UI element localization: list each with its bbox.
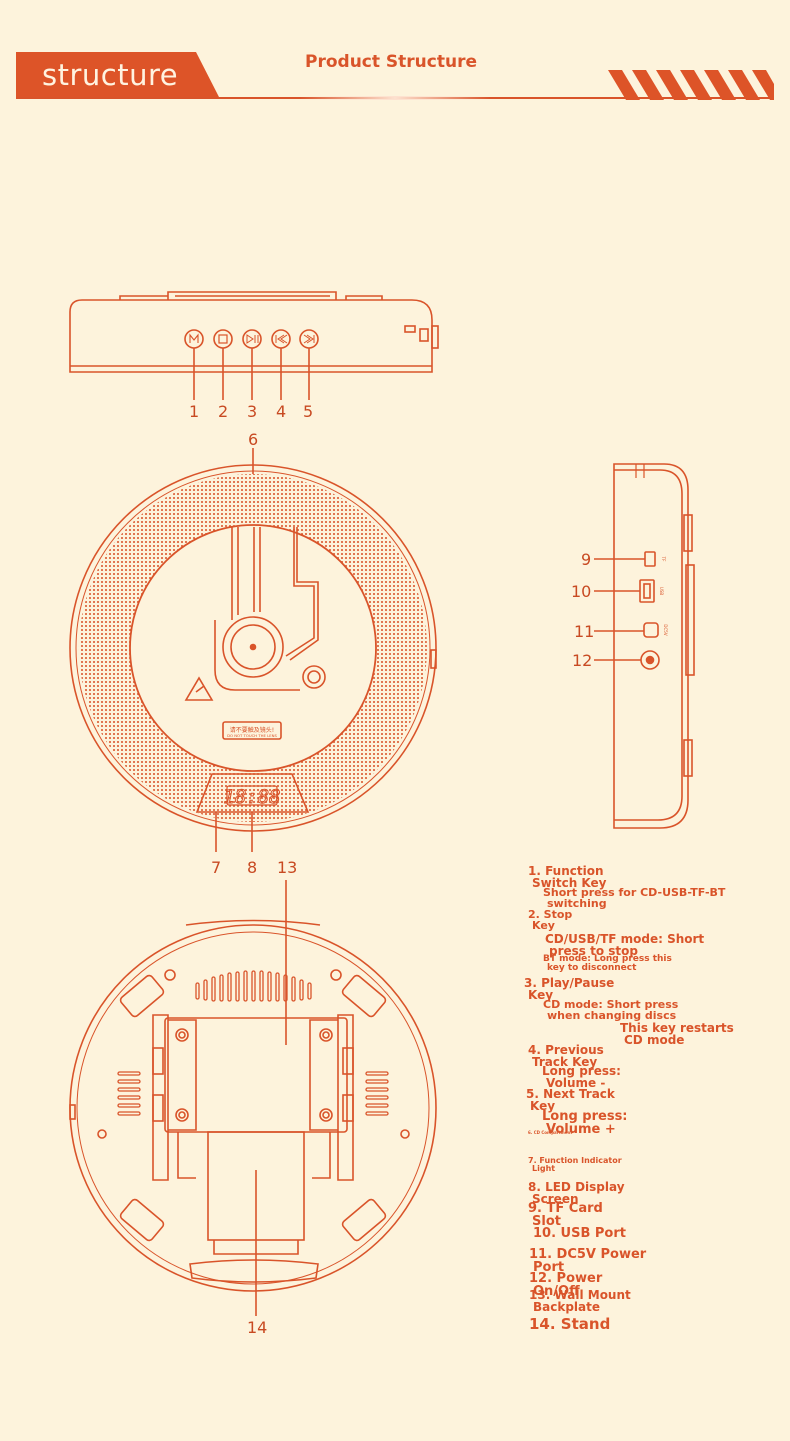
back-view [69,880,437,1316]
legend-item-4-desc: Long press:Volume - [542,1064,621,1090]
warning-cn-text: 请不要触及镜头! [230,726,274,734]
tf-slot-icon [644,551,656,567]
header-tab-label: structure [42,58,179,92]
callout-11: 11 [574,622,595,641]
warning-en-text: DO NOT TOUCH THE LENS [227,733,277,738]
header-glow [300,96,490,100]
callout-1: 1 [189,402,200,421]
front-view [69,448,437,852]
legend-item-5-desc: Long press:Volume + [542,1109,628,1137]
top-view [69,291,439,400]
callout-12: 12 [572,651,593,670]
button-function-icon [184,329,204,349]
side-view [594,463,695,829]
button-stop-icon [213,329,233,349]
callout-5: 5 [303,402,314,421]
led-display-digits: 18:88 [223,786,280,808]
callout-14: 14 [247,1318,268,1337]
dc-port-icon [643,622,659,638]
port-usb-text: USB [659,587,664,595]
callout-10: 10 [571,582,592,601]
legend-item-10: 10. USB Port [533,1226,626,1241]
laser-warning-icon [184,676,214,701]
callout-7: 7 [211,858,222,877]
header-stripes [608,70,774,100]
callout-4: 4 [276,402,287,421]
legend-item-14: 14. Stand [529,1315,611,1333]
legend-item-6: 6. CD Compartment [528,1130,573,1135]
page-title: Product Structure [305,52,477,72]
button-next-icon [299,329,319,349]
port-dc-text: DC5V [663,624,668,635]
callout-6: 6 [248,430,259,449]
callout-13: 13 [277,858,298,877]
callout-8: 8 [247,858,258,877]
callout-9: 9 [581,550,592,569]
callout-2: 2 [218,402,229,421]
port-tf-text: TF [661,556,666,562]
header-tab [16,52,220,99]
callout-3: 3 [247,402,258,421]
